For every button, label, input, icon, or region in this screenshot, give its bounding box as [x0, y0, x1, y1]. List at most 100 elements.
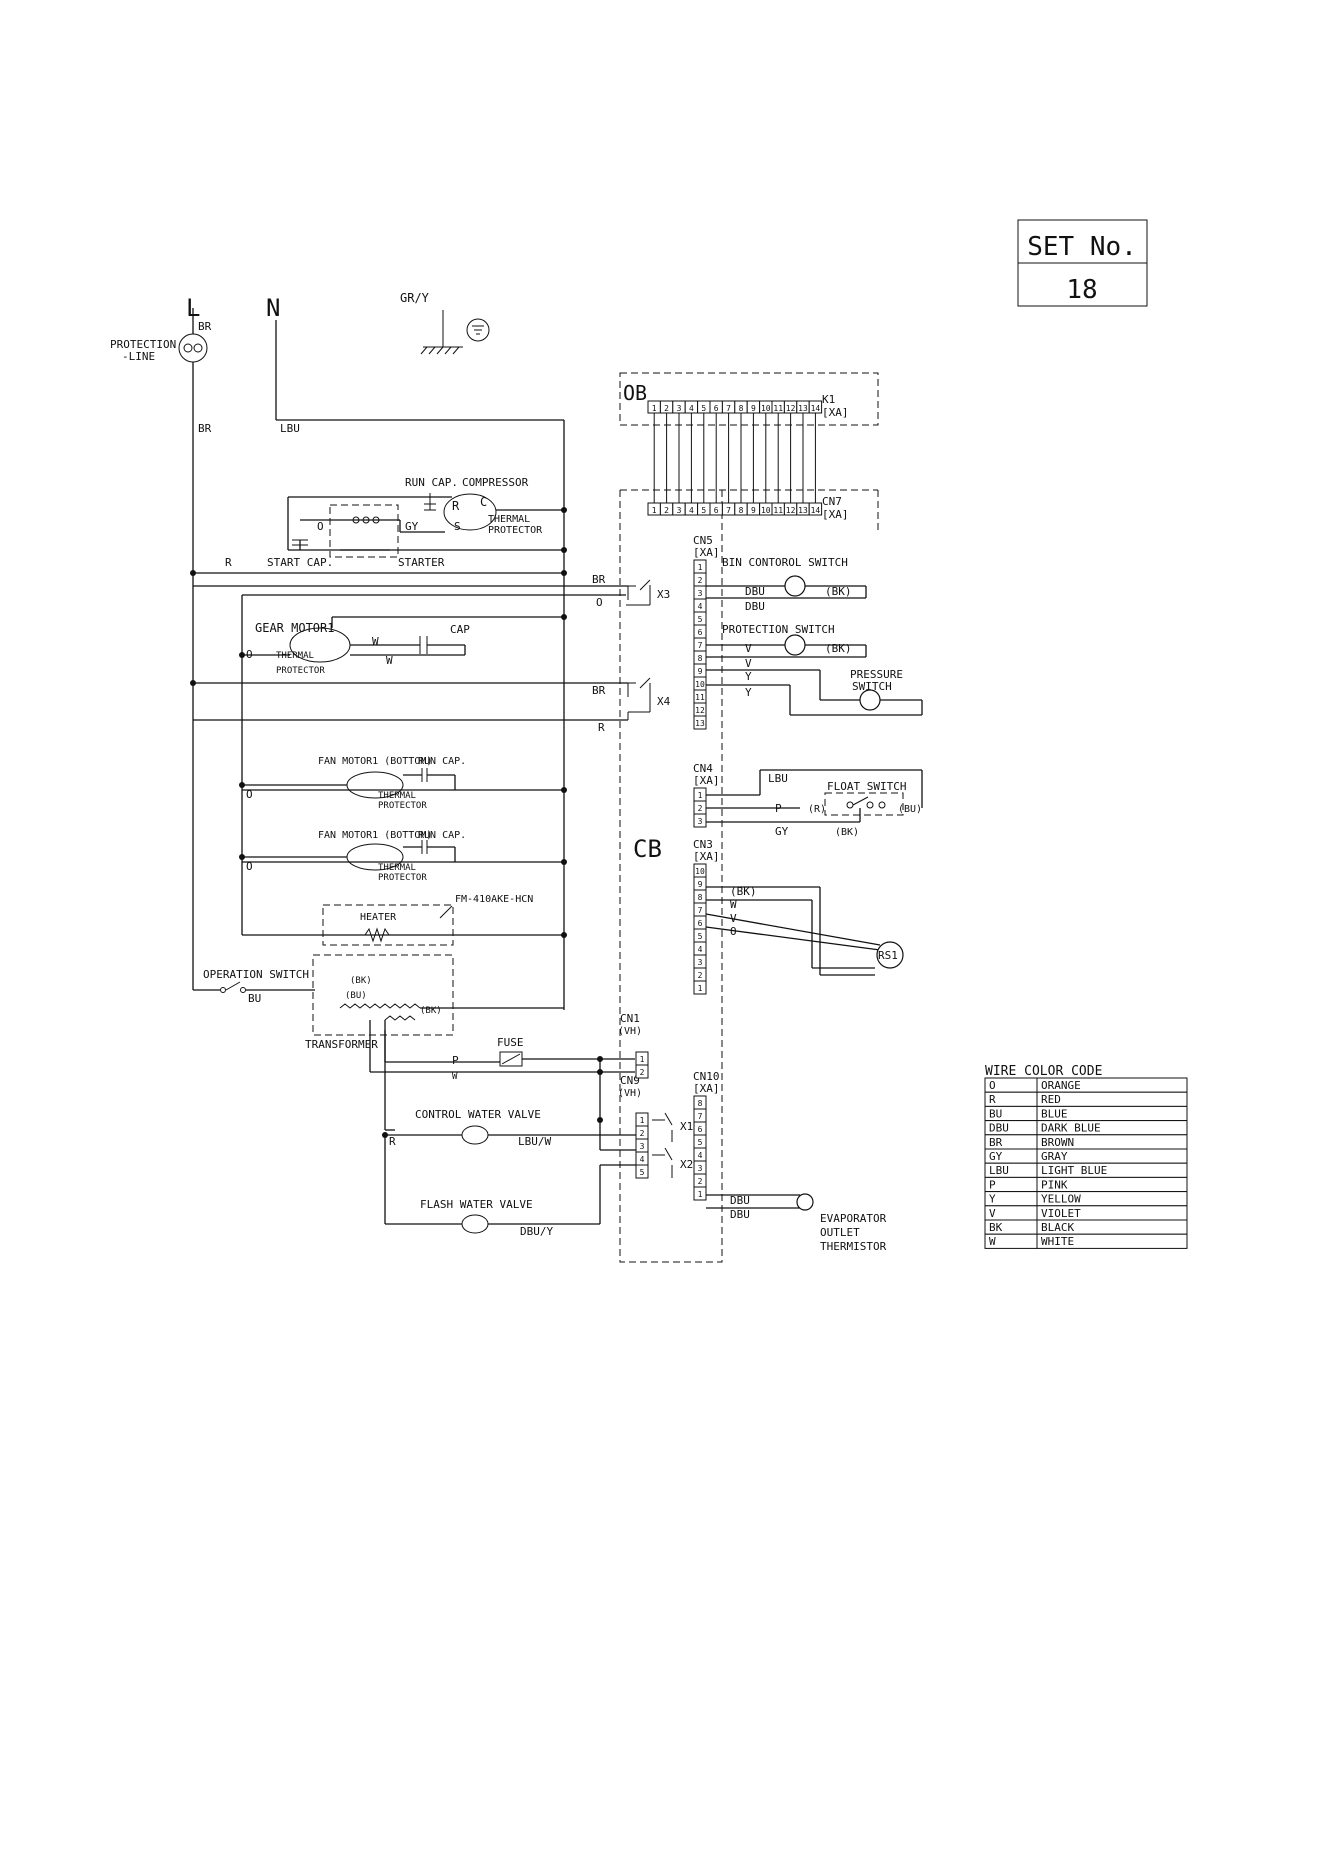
svg-text:V: V [745, 642, 752, 655]
cn5-pin: 1 [693, 559, 707, 574]
svg-text:O: O [246, 648, 253, 661]
svg-text:2: 2 [698, 576, 703, 585]
k1-pin: 8 [734, 400, 748, 414]
svg-text:CONTROL WATER VALVE: CONTROL WATER VALVE [415, 1108, 541, 1121]
svg-text:(BU): (BU) [898, 804, 922, 815]
svg-text:R: R [225, 556, 232, 569]
svg-text:10: 10 [761, 404, 771, 413]
svg-text:RS1: RS1 [878, 949, 898, 962]
bin-control-switch: BIN CONTOROL SWITCH DBU DBU (BK) [706, 556, 867, 613]
svg-text:R: R [452, 499, 460, 513]
compressor-circuit: RUN CAP. COMPRESSOR R C S THERMAL PROTEC… [267, 476, 564, 569]
svg-text:3: 3 [677, 506, 682, 515]
relay-x2: X2 [652, 1147, 693, 1178]
svg-text:ORANGE: ORANGE [1041, 1079, 1081, 1092]
k1-pin: 4 [684, 400, 699, 414]
cn5-pin: 7 [693, 637, 707, 652]
cn7-pin: 3 [672, 502, 686, 516]
svg-text:DBU: DBU [989, 1122, 1009, 1135]
connector-blocks: CN5 [XA] CN4 [XA] CN3 [XA] CN10 [XA] CN1… [618, 534, 720, 1201]
svg-text:6: 6 [698, 919, 703, 928]
svg-text:[XA]: [XA] [693, 850, 720, 863]
svg-text:PROTECTION SWITCH: PROTECTION SWITCH [722, 623, 835, 636]
svg-text:(VH): (VH) [618, 1088, 642, 1099]
svg-text:FM-410AKE-HCN: FM-410AKE-HCN [455, 894, 533, 905]
svg-text:(BU): (BU) [345, 991, 367, 1001]
svg-text:4: 4 [698, 602, 703, 611]
svg-text:12: 12 [695, 706, 705, 715]
svg-text:S: S [454, 520, 461, 533]
neutral-n-label: N [266, 294, 280, 322]
svg-text:-LINE: -LINE [122, 350, 155, 363]
svg-text:BROWN: BROWN [1041, 1136, 1074, 1149]
svg-text:X4: X4 [657, 695, 671, 708]
svg-text:V: V [730, 912, 737, 925]
svg-text:BK: BK [989, 1221, 1003, 1234]
svg-text:DARK BLUE: DARK BLUE [1041, 1122, 1101, 1135]
k1-pin: 2 [659, 400, 674, 414]
svg-text:P: P [775, 802, 782, 815]
svg-text:1: 1 [640, 1055, 645, 1064]
svg-text:V: V [745, 657, 752, 670]
cn10-pin: 2 [693, 1173, 707, 1188]
cn3-pin: 8 [693, 889, 707, 904]
svg-text:O: O [246, 788, 253, 801]
svg-text:11: 11 [773, 404, 783, 413]
svg-text:PROTECTOR: PROTECTOR [378, 873, 427, 883]
svg-text:RED: RED [1041, 1093, 1061, 1106]
cn1-pin: 2 [635, 1064, 649, 1079]
transformer-coil-icon [339, 1003, 421, 1009]
svg-text:O: O [989, 1079, 996, 1092]
cn1-pin: 1 [635, 1051, 649, 1066]
svg-text:FAN MOTOR1 (BOTTOM): FAN MOTOR1 (BOTTOM) [318, 756, 432, 767]
float-switch-icon [846, 801, 854, 809]
cn9-pin: 3 [635, 1138, 649, 1153]
svg-text:WHITE: WHITE [1041, 1235, 1074, 1248]
set-number: 18 [1066, 275, 1097, 305]
svg-text:5: 5 [698, 932, 703, 941]
cn5-pin: 13 [693, 715, 707, 730]
svg-text:[XA]: [XA] [822, 508, 849, 521]
svg-text:PINK: PINK [1041, 1178, 1068, 1191]
svg-text:PROTECTOR: PROTECTOR [378, 801, 427, 811]
starter-box [329, 504, 399, 558]
cn7-pin: 8 [734, 502, 748, 516]
cn7-pin: 12 [783, 502, 798, 516]
svg-text:1: 1 [652, 506, 657, 515]
svg-text:HEATER: HEATER [360, 912, 397, 923]
cn5-pin: 6 [693, 624, 707, 639]
cn4-pin: 2 [693, 800, 707, 815]
svg-text:PRESSURE: PRESSURE [850, 668, 903, 681]
svg-text:CN4: CN4 [693, 762, 713, 775]
cn5-pin: 11 [693, 689, 707, 704]
svg-text:3: 3 [698, 958, 703, 967]
svg-text:8: 8 [698, 654, 703, 663]
ground-hatch [420, 346, 460, 355]
cn7-pin: 9 [746, 502, 761, 516]
cn7-pin: 11 [771, 502, 785, 516]
relay-x3: X3 [626, 579, 670, 606]
svg-text:1: 1 [640, 1116, 645, 1125]
svg-text:13: 13 [798, 506, 808, 515]
cn3-pin: 4 [693, 941, 707, 956]
cn4-pin: 3 [693, 813, 707, 828]
svg-text:3: 3 [640, 1142, 645, 1151]
svg-text:10: 10 [761, 506, 771, 515]
svg-text:CN5: CN5 [693, 534, 713, 547]
control-valve-icon [461, 1125, 489, 1145]
k1-pin: 14 [808, 400, 823, 414]
svg-text:CN10: CN10 [693, 1070, 720, 1083]
svg-text:9: 9 [698, 880, 703, 889]
pressure-switch: PRESSURE SWITCH Y Y [706, 668, 923, 716]
svg-text:4: 4 [689, 506, 694, 515]
svg-text:P: P [452, 1054, 459, 1067]
svg-text:1: 1 [698, 563, 703, 572]
svg-text:CN7: CN7 [822, 495, 842, 508]
svg-text:CB: CB [633, 835, 662, 863]
svg-text:DBU/Y: DBU/Y [520, 1225, 553, 1238]
cn7-pin: 14 [808, 502, 823, 516]
svg-text:THERMISTOR: THERMISTOR [820, 1240, 887, 1253]
